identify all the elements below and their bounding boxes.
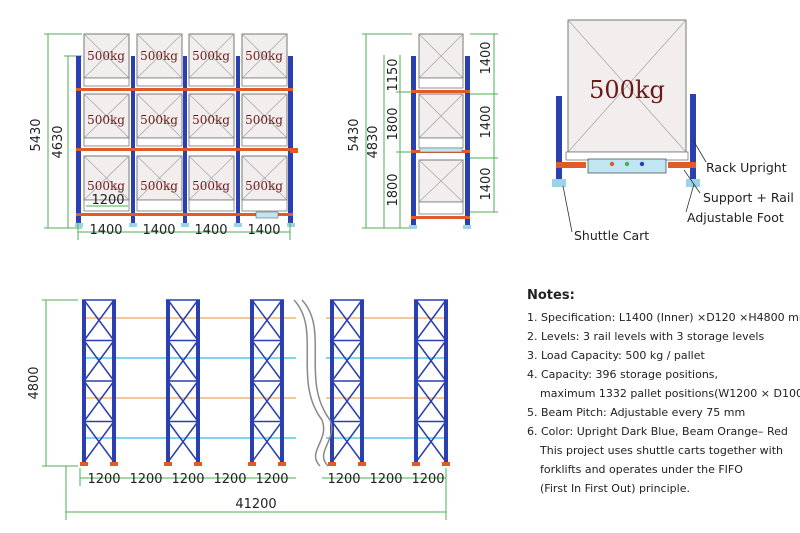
note-line: 6. Color: Upright Dark Blue, Beam Orange… — [527, 425, 788, 438]
load-label: 500kg — [140, 179, 178, 193]
note-line: 3. Load Capacity: 500 kg / pallet — [527, 349, 705, 362]
load-label: 500kg — [87, 49, 125, 63]
load-label: 500kg — [245, 49, 283, 63]
elev-bay-6: 1200 — [327, 472, 360, 487]
elevation-view: 4800 1200 1200 1200 1200 1200 1200 1200 … — [27, 299, 450, 520]
callout-adjustable-foot: Adjustable Foot — [687, 210, 784, 225]
bay-width-4: 1400 — [247, 223, 280, 238]
side-height-inner: 4830 — [366, 125, 381, 158]
load-label: 500kg — [192, 179, 230, 193]
elevation-total-length: 41200 — [235, 497, 276, 512]
note-line: 5. Beam Pitch: Adjustable every 75 mm — [527, 406, 746, 419]
load-label: 500kg — [140, 113, 178, 127]
elev-bay-5: 1200 — [255, 472, 288, 487]
callout-shuttle-cart: Shuttle Cart — [574, 228, 649, 243]
side-level-1: 1400 — [479, 41, 494, 74]
load-label: 500kg — [192, 49, 230, 63]
side-gap-2: 1800 — [386, 107, 401, 140]
detail-view: 500kg Rack Upright Support + Rail Adjust… — [552, 19, 794, 243]
note-line: forklifts and operates under the FIFO — [540, 463, 743, 476]
elev-bay-2: 1200 — [129, 472, 162, 487]
note-line: This project uses shuttle carts together… — [540, 444, 784, 457]
side-gap-3: 1800 — [386, 173, 401, 206]
side-height-total: 5430 — [347, 118, 362, 151]
note-line: 4. Capacity: 396 storage positions, — [527, 368, 719, 381]
rack-frame — [80, 299, 118, 466]
bay-width-1: 1400 — [89, 223, 122, 238]
bay-width-3: 1400 — [194, 223, 227, 238]
rack-frame — [328, 299, 366, 466]
elev-bay-7: 1200 — [369, 472, 402, 487]
pallet-width: 1200 — [91, 193, 124, 208]
front-view: 5430 4630 — [29, 33, 298, 240]
load-label: 500kg — [192, 113, 230, 127]
elevation-height: 4800 — [27, 366, 42, 399]
detail-load-label: 500kg — [589, 76, 665, 104]
note-line: maximum 1332 pallet positions(W1200 × D1… — [540, 387, 800, 400]
side-view: 5430 4830 1150 1800 1800 — [347, 33, 498, 229]
rack-frame — [248, 299, 286, 466]
callout-rack-upright: Rack Upright — [706, 160, 787, 175]
rack-frames — [80, 299, 450, 466]
front-load-labels: 500kg 500kg 500kg 500kg 500kg 500kg 500k… — [87, 49, 283, 193]
rack-frame — [164, 299, 202, 466]
side-level-2: 1400 — [479, 105, 494, 138]
note-line: 2. Levels: 3 rail levels with 3 storage … — [527, 330, 765, 343]
load-label: 500kg — [245, 113, 283, 127]
notes-title: Notes: — [527, 288, 575, 303]
elev-bay-4: 1200 — [213, 472, 246, 487]
callout-support-rail: Support + Rail — [703, 190, 794, 205]
front-height-inner: 4630 — [51, 125, 66, 158]
side-level-3: 1400 — [479, 167, 494, 200]
load-label: 500kg — [87, 113, 125, 127]
elev-bay-8: 1200 — [411, 472, 444, 487]
rack-frame — [412, 299, 450, 466]
notes-panel: Notes: 1. Specification: L1400 (Inner) ×… — [527, 288, 800, 498]
front-height-total: 5430 — [29, 118, 44, 151]
side-gap-1: 1150 — [386, 58, 401, 91]
elev-bay-3: 1200 — [171, 472, 204, 487]
load-label: 500kg — [87, 179, 125, 193]
note-line: 1. Specification: L1400 (Inner) ×D120 ×H… — [527, 311, 800, 324]
load-label: 500kg — [245, 179, 283, 193]
note-line: (First In First Out) principle. — [540, 482, 690, 495]
bay-width-2: 1400 — [142, 223, 175, 238]
load-label: 500kg — [140, 49, 178, 63]
elev-bay-1: 1200 — [87, 472, 120, 487]
